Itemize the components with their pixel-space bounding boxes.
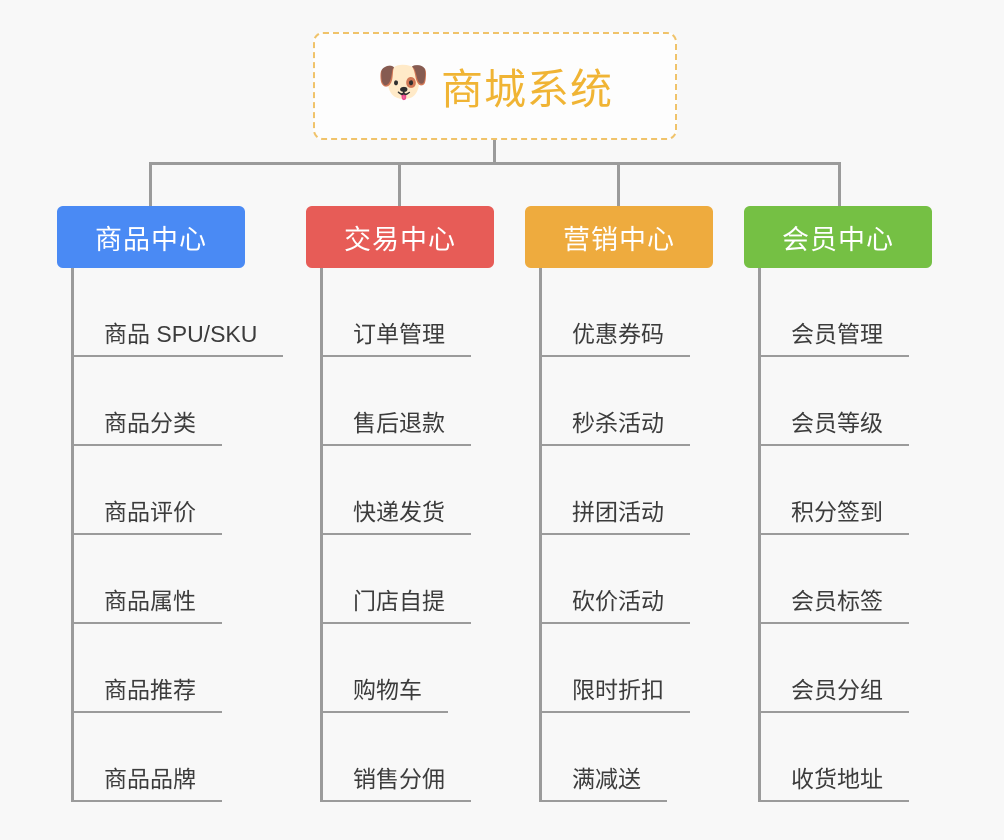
leaf-label: 积分签到 xyxy=(761,498,909,535)
leaf-item[interactable]: 会员等级 xyxy=(761,357,932,446)
leaf-item[interactable]: 优惠券码 xyxy=(542,268,713,357)
leaf-item[interactable]: 会员标签 xyxy=(761,535,932,624)
connector-stem-trade-center xyxy=(398,162,401,208)
connector-horizontal-bus xyxy=(149,162,841,165)
leaf-label: 砍价活动 xyxy=(542,587,690,624)
leaf-item[interactable]: 销售分佣 xyxy=(323,713,494,802)
category-header-member-center[interactable]: 会员中心 xyxy=(744,206,932,268)
leaf-item[interactable]: 门店自提 xyxy=(323,535,494,624)
category-label: 营销中心 xyxy=(563,224,675,255)
leaf-item[interactable]: 快递发货 xyxy=(323,446,494,535)
leaf-item[interactable]: 订单管理 xyxy=(323,268,494,357)
leaf-item[interactable]: 限时折扣 xyxy=(542,624,713,713)
connector-stem-product-center xyxy=(149,162,152,208)
leaf-label: 会员标签 xyxy=(761,587,909,624)
category-label: 商品中心 xyxy=(95,224,207,255)
leaf-label: 拼团活动 xyxy=(542,498,690,535)
branch-product-center: 商品 SPU/SKU 商品分类 商品评价 商品属性 商品推荐 商品品牌 xyxy=(71,268,284,802)
category-column-trade-center: 交易中心 订单管理 售后退款 快递发货 门店自提 购物车 销售分佣 xyxy=(306,206,494,802)
leaf-label: 商品 SPU/SKU xyxy=(74,320,284,357)
leaf-label: 商品分类 xyxy=(74,409,222,446)
leaf-label: 商品推荐 xyxy=(74,676,222,713)
category-header-trade-center[interactable]: 交易中心 xyxy=(306,206,494,268)
leaf-label: 秒杀活动 xyxy=(542,409,690,446)
leaf-item[interactable]: 秒杀活动 xyxy=(542,357,713,446)
branch-trade-center: 订单管理 售后退款 快递发货 门店自提 购物车 销售分佣 xyxy=(320,268,494,802)
leaf-label: 限时折扣 xyxy=(542,676,690,713)
leaf-label: 优惠券码 xyxy=(542,320,690,357)
leaf-label: 订单管理 xyxy=(323,320,471,357)
root-title: 商城系统 xyxy=(440,65,613,113)
branch-marketing-center: 优惠券码 秒杀活动 拼团活动 砍价活动 限时折扣 满减送 xyxy=(539,268,713,802)
category-column-member-center: 会员中心 会员管理 会员等级 积分签到 会员标签 会员分组 收货地址 xyxy=(744,206,932,802)
leaf-item[interactable]: 购物车 xyxy=(323,624,494,713)
category-label: 会员中心 xyxy=(782,224,894,255)
leaf-label: 购物车 xyxy=(323,676,448,713)
root-node[interactable]: 🐶 商城系统 xyxy=(313,32,677,140)
category-label: 交易中心 xyxy=(344,224,456,255)
category-header-marketing-center[interactable]: 营销中心 xyxy=(525,206,713,268)
leaf-item[interactable]: 会员分组 xyxy=(761,624,932,713)
category-header-product-center[interactable]: 商品中心 xyxy=(57,206,245,268)
connector-stem-marketing-center xyxy=(617,162,620,208)
leaf-label: 快递发货 xyxy=(323,498,471,535)
category-column-marketing-center: 营销中心 优惠券码 秒杀活动 拼团活动 砍价活动 限时折扣 满减送 xyxy=(525,206,713,802)
leaf-label: 售后退款 xyxy=(323,409,471,446)
leaf-item[interactable]: 砍价活动 xyxy=(542,535,713,624)
leaf-item[interactable]: 积分签到 xyxy=(761,446,932,535)
shiba-dog-face-icon: 🐶 xyxy=(376,58,430,105)
leaf-item[interactable]: 商品评价 xyxy=(74,446,245,535)
leaf-item[interactable]: 商品 SPU/SKU xyxy=(74,268,284,357)
leaf-label: 商品属性 xyxy=(74,587,222,624)
leaf-label: 门店自提 xyxy=(323,587,471,624)
connector-root-stem xyxy=(493,140,496,164)
branch-member-center: 会员管理 会员等级 积分签到 会员标签 会员分组 收货地址 xyxy=(758,268,932,802)
leaf-item[interactable]: 售后退款 xyxy=(323,357,494,446)
category-column-product-center: 商品中心 商品 SPU/SKU 商品分类 商品评价 商品属性 商品推荐 商品品牌 xyxy=(57,206,284,802)
leaf-label: 销售分佣 xyxy=(323,765,471,802)
leaf-item[interactable]: 收货地址 xyxy=(761,713,932,802)
leaf-label: 商品品牌 xyxy=(74,765,222,802)
leaf-label: 会员分组 xyxy=(761,676,909,713)
leaf-label: 商品评价 xyxy=(74,498,222,535)
leaf-item[interactable]: 商品推荐 xyxy=(74,624,245,713)
leaf-label: 收货地址 xyxy=(761,765,909,802)
leaf-item[interactable]: 商品分类 xyxy=(74,357,245,446)
leaf-item[interactable]: 满减送 xyxy=(542,713,713,802)
connector-stem-member-center xyxy=(838,162,841,208)
leaf-label: 会员等级 xyxy=(761,409,909,446)
leaf-label: 会员管理 xyxy=(761,320,909,357)
leaf-item[interactable]: 拼团活动 xyxy=(542,446,713,535)
leaf-item[interactable]: 会员管理 xyxy=(761,268,932,357)
leaf-label: 满减送 xyxy=(542,765,667,802)
leaf-item[interactable]: 商品品牌 xyxy=(74,713,245,802)
leaf-item[interactable]: 商品属性 xyxy=(74,535,245,624)
